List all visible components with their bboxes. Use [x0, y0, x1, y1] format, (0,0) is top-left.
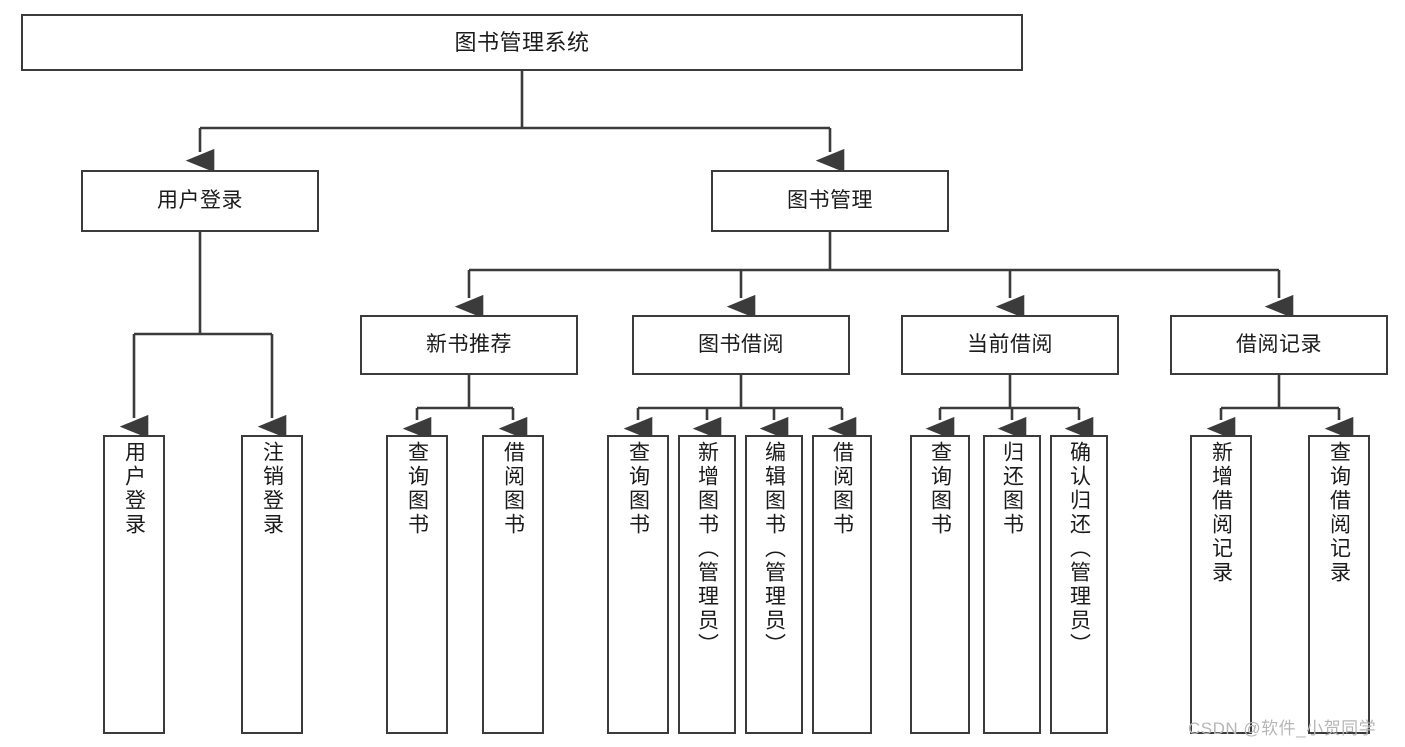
node-book-management[interactable]: 图书管理 — [711, 170, 949, 232]
node-label: 借阅记录 — [1236, 332, 1322, 356]
node-leaf-borrow-book-recommend[interactable]: 借阅图书 — [482, 435, 544, 734]
node-leaf-confirm-return-admin[interactable]: 确认归还（管理员） — [1050, 435, 1108, 734]
node-label: 当前借阅 — [967, 332, 1053, 356]
node-label: 新增借阅记录 — [1209, 441, 1233, 585]
node-label: 查询借阅记录 — [1327, 441, 1351, 585]
node-label: 用户登录 — [122, 441, 146, 537]
node-label: 归还图书 — [1000, 441, 1024, 537]
watermark-text: CSDN @软件_小贺同学 — [1188, 719, 1377, 738]
node-label: 确认归还（管理员） — [1067, 441, 1091, 657]
node-label: 新书推荐 — [426, 332, 512, 356]
node-label: 借阅图书 — [830, 441, 854, 537]
node-leaf-query-borrow-record[interactable]: 查询借阅记录 — [1308, 435, 1370, 734]
node-current-borrowing[interactable]: 当前借阅 — [901, 315, 1119, 375]
node-leaf-user-login[interactable]: 用户登录 — [103, 435, 165, 734]
node-user-login[interactable]: 用户登录 — [81, 170, 319, 232]
node-label: 图书借阅 — [698, 332, 784, 356]
node-leaf-add-book-admin[interactable]: 新增图书（管理员） — [678, 435, 736, 734]
node-leaf-query-book-borrow[interactable]: 查询图书 — [607, 435, 669, 734]
node-label: 注销登录 — [260, 441, 284, 537]
node-leaf-borrow-book[interactable]: 借阅图书 — [812, 435, 872, 734]
node-leaf-query-book-current[interactable]: 查询图书 — [910, 435, 970, 734]
node-label: 编辑图书（管理员） — [762, 441, 786, 657]
node-label: 查询图书 — [928, 441, 952, 537]
node-leaf-logout[interactable]: 注销登录 — [241, 435, 303, 734]
node-leaf-return-book[interactable]: 归还图书 — [983, 435, 1041, 734]
node-label: 查询图书 — [405, 441, 429, 537]
node-book-borrowing[interactable]: 图书借阅 — [632, 315, 850, 375]
node-leaf-edit-book-admin[interactable]: 编辑图书（管理员） — [745, 435, 803, 734]
node-label: 新增图书（管理员） — [695, 441, 719, 657]
node-label: 图书管理 — [787, 188, 873, 212]
node-leaf-add-borrow-record[interactable]: 新增借阅记录 — [1190, 435, 1252, 734]
node-new-book-recommendation[interactable]: 新书推荐 — [360, 315, 578, 375]
node-label: 用户登录 — [157, 188, 243, 212]
node-root-system[interactable]: 图书管理系统 — [21, 14, 1023, 71]
node-label: 图书管理系统 — [454, 29, 590, 55]
node-borrowing-records[interactable]: 借阅记录 — [1170, 315, 1388, 375]
node-label: 查询图书 — [626, 441, 650, 537]
node-leaf-query-book-recommend[interactable]: 查询图书 — [386, 435, 448, 734]
node-label: 借阅图书 — [501, 441, 525, 537]
